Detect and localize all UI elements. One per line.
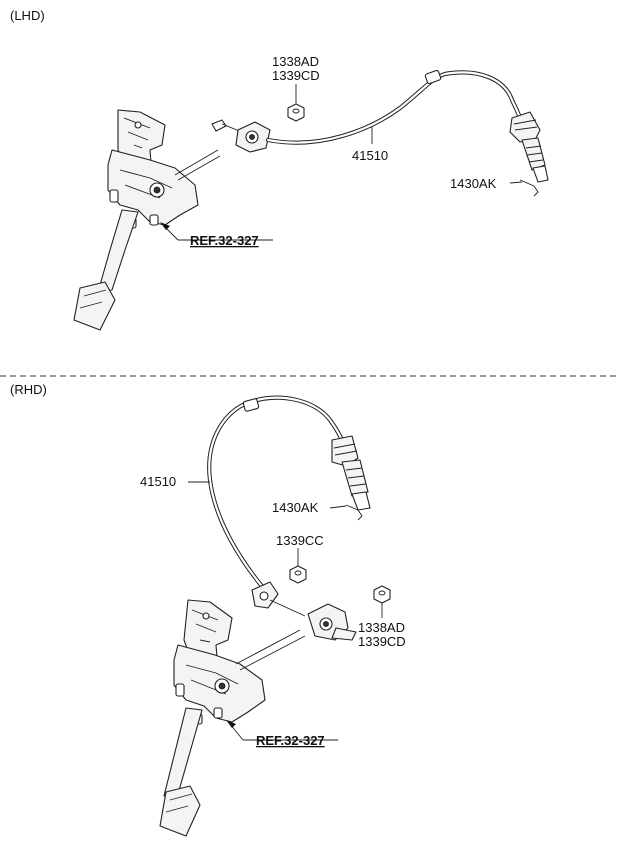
lhd-title: (LHD) [10, 8, 45, 23]
lhd-clip-label: 1430AK [450, 176, 497, 191]
lhd-nut-label-1: 1338AD [272, 54, 319, 69]
lhd-pedal-assembly [73, 109, 243, 331]
rhd-section: (RHD) [10, 382, 406, 837]
lhd-section: (LHD) [10, 8, 549, 331]
rhd-clip-label: 1430AK [272, 500, 319, 515]
lhd-cable-label: 41510 [352, 148, 388, 163]
rhd-cable-label: 41510 [140, 474, 176, 489]
rhd-clip-icon [345, 504, 363, 521]
lhd-nut-label-2: 1339CD [272, 68, 320, 83]
rhd-nut-label-2: 1339CD [358, 634, 406, 649]
rhd-lever [307, 585, 391, 641]
rhd-title: (RHD) [10, 382, 47, 397]
rhd-cable [207, 395, 371, 617]
rhd-nut-label-1: 1338AD [358, 620, 405, 635]
lhd-ref-link[interactable]: REF.32-327 [190, 233, 259, 248]
rhd-bolt-icon [289, 565, 307, 584]
rhd-bolt-label: 1339CC [276, 533, 324, 548]
rhd-nut-icon [373, 585, 391, 604]
lhd-nut-icon [287, 103, 305, 122]
rhd-pedal-assembly [159, 599, 306, 837]
lhd-cable-bracket [235, 103, 305, 153]
lhd-cable [265, 69, 549, 197]
lhd-clip-icon [519, 179, 539, 197]
rhd-ref-link[interactable]: REF.32-327 [256, 733, 325, 748]
